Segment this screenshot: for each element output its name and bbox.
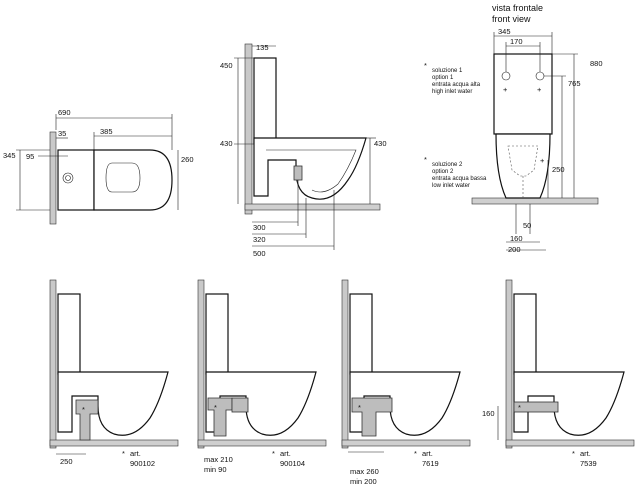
svg-text:max 260: max 260 [350, 467, 379, 476]
dim-500: 500 [253, 249, 266, 258]
top-view-seat-opening [105, 162, 141, 193]
variant-7539-art: 7539 [580, 459, 597, 468]
svg-text:*: * [272, 449, 275, 458]
svg-text:soluzione 2: soluzione 2 [432, 162, 463, 168]
variant-7619-pipe [351, 397, 393, 437]
front-view-cistern [493, 53, 553, 135]
dim-765: 765 [568, 79, 581, 88]
svg-text:*: * [214, 403, 217, 412]
svg-text:option 2: option 2 [432, 169, 454, 175]
top-view: 690 35 385 345 95 260 [3, 108, 194, 225]
top-view-tank [57, 149, 95, 211]
svg-text:option 1: option 1 [432, 75, 454, 81]
dim-345-front: 345 [498, 27, 511, 36]
svg-text:art.: art. [280, 449, 291, 458]
dim-95: 95 [26, 152, 34, 161]
dim-300: 300 [253, 223, 266, 232]
svg-text:*: * [424, 155, 427, 164]
variant-900102-art: 900102 [130, 459, 155, 468]
dim-320: 320 [253, 235, 266, 244]
svg-text:min 200: min 200 [350, 477, 377, 486]
svg-text:*: * [572, 449, 575, 458]
svg-text:*: * [358, 403, 361, 412]
svg-text:*: * [424, 61, 427, 70]
svg-text:entrata acqua bassa: entrata acqua bassa [432, 176, 487, 182]
front-view-floor [471, 197, 599, 205]
front-view-title-it: vista frontale [492, 3, 543, 13]
side-view-floor [244, 203, 381, 211]
svg-text:+: + [537, 85, 542, 94]
dim-450: 450 [220, 61, 233, 70]
dim-250-front: 250 [552, 165, 565, 174]
front-view: vista frontale front view + + + 345 170 … [424, 3, 603, 254]
dim-170: 170 [510, 37, 523, 46]
svg-text:entrata acqua alta: entrata acqua alta [432, 82, 481, 88]
dim-430-right: 430 [374, 139, 387, 148]
dim-880: 880 [590, 59, 603, 68]
dim-385: 385 [100, 127, 113, 136]
dim-35: 35 [58, 129, 66, 138]
svg-text:art.: art. [130, 449, 141, 458]
svg-text:max 210: max 210 [204, 455, 233, 464]
top-view-wall [49, 131, 57, 225]
top-view-inlet-circle [62, 172, 74, 184]
dim-690: 690 [58, 108, 71, 117]
dim-260: 260 [181, 155, 194, 164]
variant-7539: * 160 * art. 7539 [482, 279, 635, 468]
dim-200: 200 [508, 245, 521, 254]
svg-text:low inlet water: low inlet water [432, 183, 470, 189]
side-view-bowl [253, 137, 367, 200]
dim-50: 50 [523, 221, 531, 230]
svg-text:min 90: min 90 [204, 465, 227, 474]
svg-text:+: + [540, 156, 545, 165]
variant-900104-art: 900104 [280, 459, 305, 468]
svg-text:*: * [122, 449, 125, 458]
variant-7539-pipe [513, 401, 559, 413]
svg-text:250: 250 [60, 457, 73, 466]
front-view-bowl [495, 133, 551, 199]
dim-160: 160 [510, 234, 523, 243]
dim-345: 345 [3, 151, 16, 160]
top-view-bowl [93, 149, 173, 211]
svg-text:art.: art. [580, 449, 591, 458]
svg-text:+: + [503, 85, 508, 94]
variant-900104-pipe [231, 397, 249, 413]
side-view-outlet [293, 165, 303, 181]
variant-900102-pipe [75, 399, 99, 441]
svg-text:*: * [518, 403, 521, 412]
svg-text:art.: art. [422, 449, 433, 458]
svg-text:high inlet water: high inlet water [432, 89, 472, 95]
variant-900104: * max 210 min 90 * art. 900104 [197, 279, 327, 474]
svg-text:160: 160 [482, 409, 495, 418]
dim-430-left: 430 [220, 139, 233, 148]
svg-text:soluzione 1: soluzione 1 [432, 68, 463, 74]
side-view-wall [244, 43, 253, 215]
svg-text:*: * [414, 449, 417, 458]
variant-7619: * max 260 min 200 * art. 7619 [341, 279, 471, 486]
svg-text:*: * [82, 405, 85, 414]
front-view-title-en: front view [492, 14, 531, 24]
variant-7619-art: 7619 [422, 459, 439, 468]
side-view-cistern [253, 57, 277, 145]
dim-135: 135 [256, 43, 269, 52]
side-view: 135 450 430 430 300 320 500 [220, 43, 387, 258]
variant-900102: * 250 * art. 900102 [49, 279, 179, 468]
